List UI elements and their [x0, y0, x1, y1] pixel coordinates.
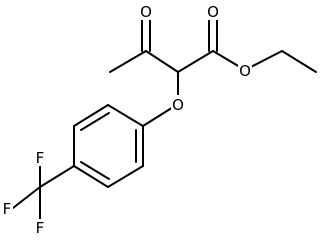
- ring-inner-double-2: [80, 161, 110, 180]
- ring-bond-1: [107, 104, 144, 127]
- ring-bond-4: [73, 165, 109, 188]
- bond-ketone-alpha: [145, 50, 179, 73]
- atom-fluorine-top: F: [36, 149, 45, 167]
- ring-bond-5: [107, 165, 144, 188]
- atom-labels: O O O O F F F: [1, 2, 252, 237]
- atom-oxygen-ester: O: [239, 62, 251, 80]
- atom-fluorine-left: F: [3, 200, 12, 218]
- atom-oxygen-ketone: O: [140, 3, 152, 21]
- atom-oxygen-ether: O: [172, 96, 184, 114]
- bond-ethyl: [281, 50, 317, 73]
- atom-oxygen-ester-carbonyl: O: [207, 3, 219, 21]
- bond-methyl-ketone: [109, 50, 147, 73]
- bond-cf3-f-left: [12, 186, 41, 209]
- atom-fluorine-bottom: F: [36, 219, 45, 237]
- ring-bond-2: [73, 104, 109, 127]
- bond-lines: [12, 19, 317, 227]
- bond-ring-cf3: [39, 165, 75, 188]
- ring-inner-double-1: [80, 112, 110, 131]
- bond-alpha-ester: [177, 50, 214, 73]
